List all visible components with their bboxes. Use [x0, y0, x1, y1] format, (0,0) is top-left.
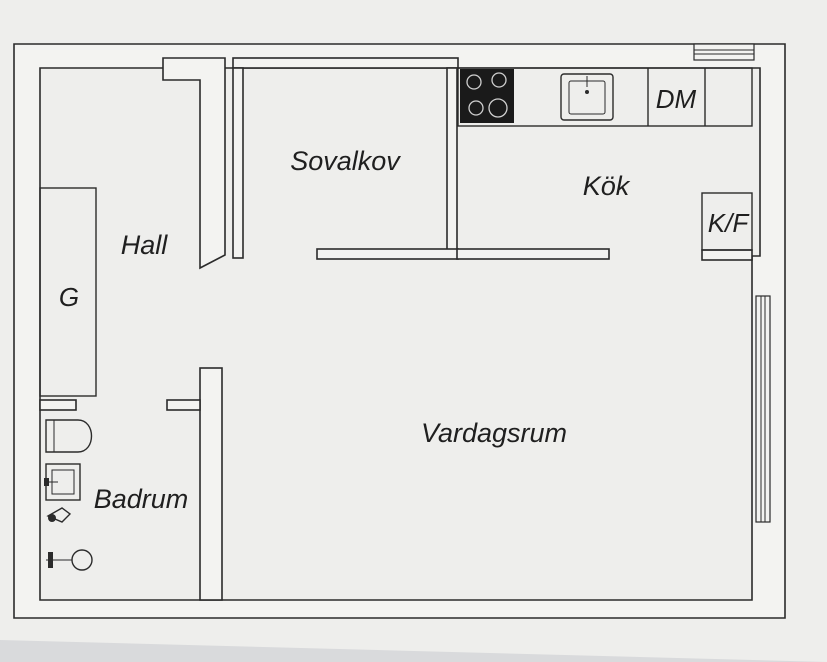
room-label-hall: Hall	[121, 230, 169, 260]
kitchen-counter	[457, 67, 753, 127]
shower-tap-icon	[46, 507, 72, 523]
shower-head-icon	[46, 549, 93, 571]
window-top-right	[693, 43, 755, 61]
washbasin-icon	[44, 463, 81, 501]
wall-kok-bottom	[456, 248, 610, 260]
wall-sovalkov-left	[232, 67, 244, 259]
sink-icon	[560, 73, 614, 121]
wall-badrum-top-left	[39, 399, 77, 411]
wall-badrum-top-stub	[166, 399, 201, 411]
burner-icon	[491, 72, 507, 88]
room-label-kok: Kök	[583, 171, 631, 201]
garderob	[39, 187, 97, 397]
burner-icon	[488, 98, 508, 118]
room-label-sovalkov: Sovalkov	[290, 146, 401, 176]
room-label-badrum: Badrum	[94, 484, 189, 514]
burner-icon	[466, 74, 482, 90]
kyl-frys	[701, 192, 753, 251]
toilet-icon	[45, 419, 93, 453]
burner-icon	[468, 100, 484, 116]
wall-top-sovalkov	[232, 57, 459, 69]
wall-hall-sovalkov	[162, 57, 226, 270]
room-label-vardagsrum: Vardagsrum	[421, 418, 567, 448]
fixture-label-garderob: G	[59, 282, 79, 312]
wall-sovalkov-bottom	[316, 248, 459, 260]
wall-kok-right-stub	[701, 249, 753, 261]
window-right	[755, 295, 771, 523]
fixture-label-kyl-frys: K/F	[708, 208, 751, 238]
wall-badrum-right	[199, 367, 223, 601]
wall-sovalkov-kok	[446, 67, 458, 259]
fixture-label-diskmaskin: DM	[656, 84, 697, 114]
